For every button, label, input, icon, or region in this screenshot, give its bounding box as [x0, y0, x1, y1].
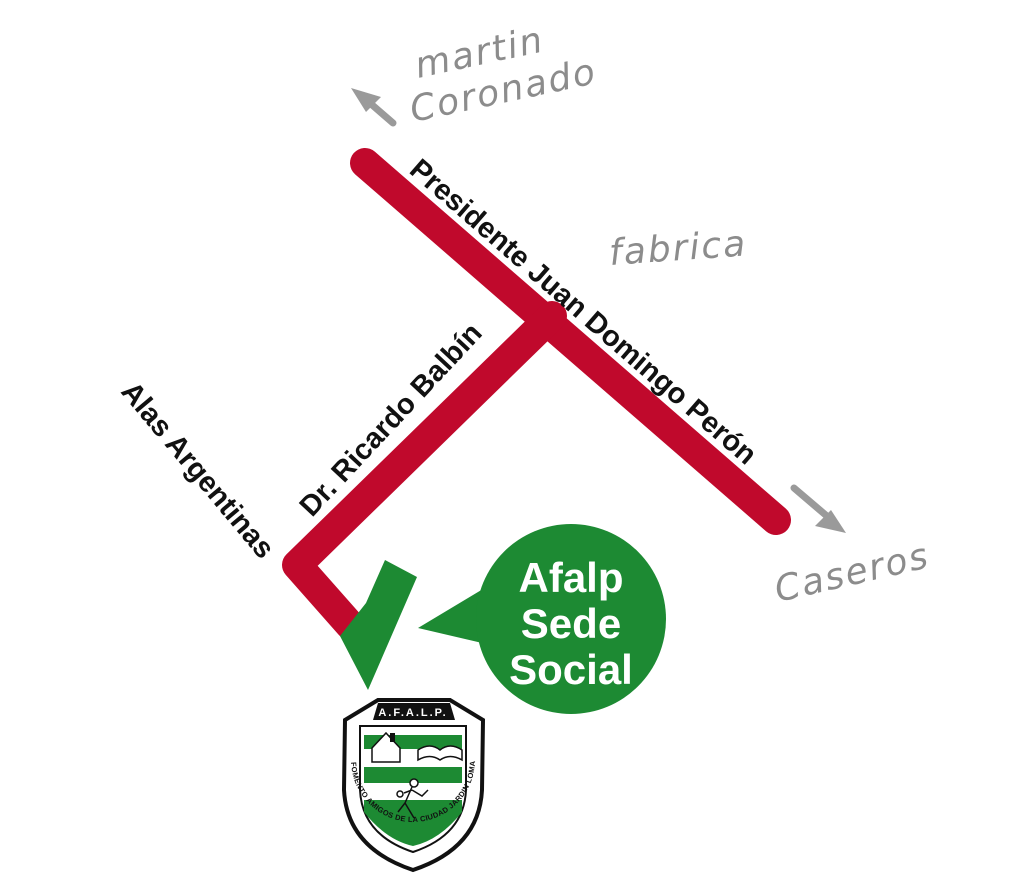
roads [282, 148, 791, 640]
house-icon [371, 731, 401, 763]
place-label-caseros: Caseros [771, 535, 934, 610]
destination-bubble: Afalp Sede Social [418, 524, 666, 714]
location-check-icon [340, 560, 417, 690]
bubble-line-1: Afalp [519, 554, 624, 601]
book-icon [417, 745, 463, 762]
arrow-to-caseros [790, 484, 846, 533]
arrow-down-right-icon [815, 510, 846, 533]
arrow-to-martin-coronado [351, 88, 397, 127]
bubble-line-3: Social [509, 646, 633, 693]
arrow-up-left-icon [351, 88, 381, 112]
road-peron [350, 148, 791, 535]
place-label-fabrica: fabrica [608, 223, 749, 274]
discus-thrower-icon [396, 778, 429, 819]
bubble-line-2: Sede [521, 600, 621, 647]
crest-acronym: A.F.A.L.P. [378, 707, 447, 719]
road-balbin [282, 301, 567, 640]
street-label-alas-argentinas: Alas Argentinas [115, 376, 281, 565]
